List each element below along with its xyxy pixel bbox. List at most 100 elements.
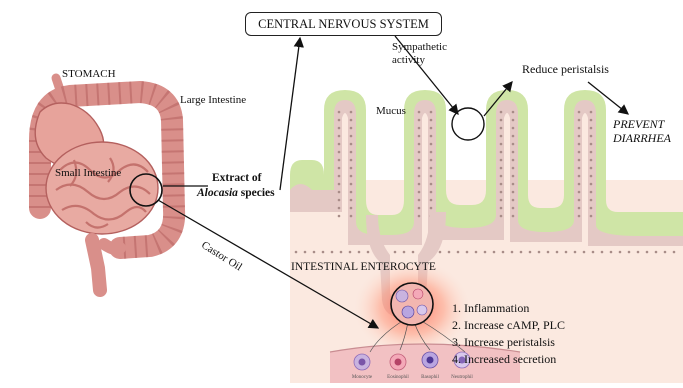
cell-nucleus bbox=[350, 175, 353, 178]
cell-nucleus bbox=[338, 135, 341, 138]
cell-nucleus bbox=[500, 191, 503, 194]
cell-nucleus bbox=[592, 251, 595, 254]
cell-label-basophil: Basophil bbox=[421, 375, 439, 380]
sympathetic-label: Sympathetic bbox=[392, 42, 447, 53]
cell-nucleus bbox=[500, 135, 503, 138]
cell-nucleus bbox=[590, 119, 593, 122]
enterocyte-zoom bbox=[391, 283, 433, 325]
gi-tract-illustration bbox=[35, 78, 174, 290]
cell-nucleus bbox=[500, 127, 503, 130]
cell-nucleus bbox=[331, 251, 334, 254]
cell-nucleus bbox=[578, 191, 581, 194]
effects-list: 1. Inflammation 2. Increase cAMP, PLC 3.… bbox=[452, 300, 565, 368]
cell-nucleus bbox=[350, 111, 353, 114]
cell-nucleus bbox=[338, 127, 341, 130]
cell-nucleus bbox=[350, 199, 353, 202]
cell-nucleus bbox=[512, 111, 515, 114]
cell-nucleus bbox=[430, 191, 433, 194]
cell-nucleus bbox=[475, 251, 478, 254]
cell-nucleus bbox=[500, 111, 503, 114]
stomach-label: STOMACH bbox=[62, 69, 116, 80]
cell-nucleus bbox=[418, 119, 421, 122]
cell-nucleus bbox=[512, 191, 515, 194]
cell-nucleus bbox=[500, 119, 503, 122]
cell-nucleus bbox=[418, 215, 421, 218]
enterocyte-circle bbox=[391, 283, 433, 325]
effect-item: 3. Increase peristalsis bbox=[452, 334, 565, 351]
cell-nucleus bbox=[502, 251, 505, 254]
cell-nucleus bbox=[628, 251, 631, 254]
cell-nucleus bbox=[529, 251, 532, 254]
cell-nucleus bbox=[304, 251, 307, 254]
cell-nucleus bbox=[512, 215, 515, 218]
cell-nucleus bbox=[418, 159, 421, 162]
cell-nucleus bbox=[512, 127, 515, 130]
cell-nucleus bbox=[512, 143, 515, 146]
cell-nucleus bbox=[590, 183, 593, 186]
cell-nucleus bbox=[394, 251, 397, 254]
cell-nucleus bbox=[466, 251, 469, 254]
cell-nucleus bbox=[590, 143, 593, 146]
cell-nucleus bbox=[500, 207, 503, 210]
cell-nucleus bbox=[350, 167, 353, 170]
cns-label: CENTRAL NERVOUS SYSTEM bbox=[258, 17, 429, 32]
large-intestine-label: Large Intestine bbox=[180, 95, 246, 106]
cell-nucleus bbox=[430, 183, 433, 186]
cell-nucleus bbox=[655, 251, 658, 254]
cell-nucleus bbox=[338, 151, 341, 154]
cell-nucleus bbox=[590, 135, 593, 138]
cell-nucleus bbox=[418, 183, 421, 186]
cell-nucleus bbox=[590, 207, 593, 210]
cell-nucleus bbox=[448, 251, 451, 254]
cell-nucleus bbox=[556, 251, 559, 254]
cell-nucleus bbox=[500, 159, 503, 162]
sympathetic-label-line2: activity bbox=[392, 55, 425, 66]
cell-nucleus bbox=[350, 191, 353, 194]
cell-nucleus bbox=[430, 119, 433, 122]
cell-nucleus bbox=[350, 143, 353, 146]
eosinophil-nucleus bbox=[395, 359, 402, 366]
cell-nucleus bbox=[578, 135, 581, 138]
cell-nucleus bbox=[418, 175, 421, 178]
cell-nucleus bbox=[590, 191, 593, 194]
cell-nucleus bbox=[512, 151, 515, 154]
cell-nucleus bbox=[430, 135, 433, 138]
enterocyte-cell bbox=[402, 306, 414, 318]
cell-nucleus bbox=[578, 215, 581, 218]
cell-nucleus bbox=[512, 175, 515, 178]
cell-nucleus bbox=[578, 127, 581, 130]
extract-species: species bbox=[238, 187, 275, 199]
cell-nucleus bbox=[430, 159, 433, 162]
cell-nucleus bbox=[578, 159, 581, 162]
cell-nucleus bbox=[418, 135, 421, 138]
cell-nucleus bbox=[358, 251, 361, 254]
cell-nucleus bbox=[646, 251, 649, 254]
cell-nucleus bbox=[430, 127, 433, 130]
cell-nucleus bbox=[578, 111, 581, 114]
cell-nucleus bbox=[500, 143, 503, 146]
cell-nucleus bbox=[512, 135, 515, 138]
reduce-peristalsis-label: Reduce peristalsis bbox=[522, 63, 609, 75]
cell-label-eosinophil: Eosinophil bbox=[387, 375, 409, 380]
cell-nucleus bbox=[439, 251, 442, 254]
cell-nucleus bbox=[418, 111, 421, 114]
cell-nucleus bbox=[578, 183, 581, 186]
cell-nucleus bbox=[338, 159, 341, 162]
rectum bbox=[92, 240, 100, 290]
monocyte-nucleus bbox=[359, 359, 366, 366]
cell-nucleus bbox=[338, 119, 341, 122]
basophil-nucleus bbox=[427, 357, 434, 364]
cell-nucleus bbox=[322, 251, 325, 254]
cell-nucleus bbox=[418, 191, 421, 194]
cell-nucleus bbox=[574, 251, 577, 254]
cell-nucleus bbox=[590, 215, 593, 218]
extract-label: Extract of bbox=[212, 173, 262, 185]
cell-nucleus bbox=[338, 215, 341, 218]
cell-nucleus bbox=[338, 111, 341, 114]
cell-nucleus bbox=[512, 167, 515, 170]
cell-nucleus bbox=[590, 111, 593, 114]
cell-nucleus bbox=[590, 175, 593, 178]
cell-nucleus bbox=[547, 251, 550, 254]
